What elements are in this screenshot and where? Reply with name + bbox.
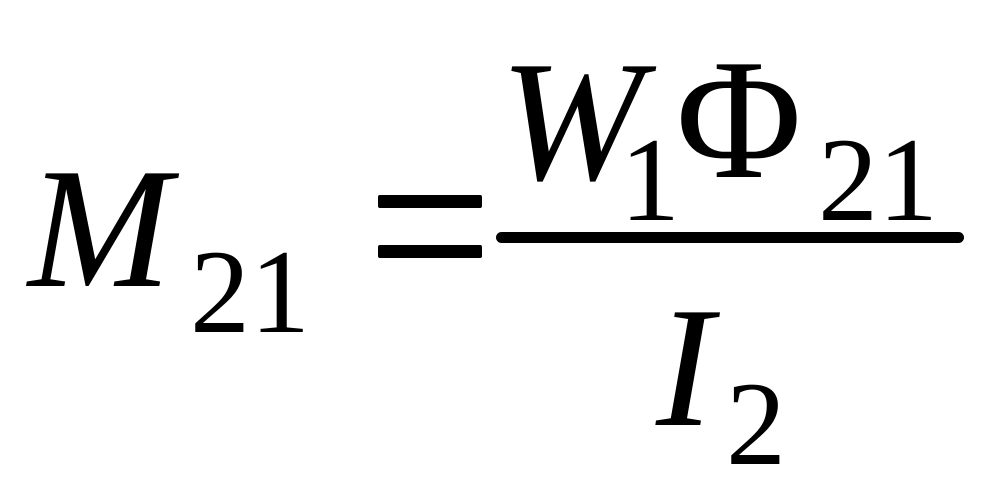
current-symbol: I — [656, 273, 714, 463]
equals-sign — [378, 195, 482, 259]
fraction-bar — [496, 232, 964, 243]
turns-symbol: W — [500, 27, 644, 217]
current-subscript: 2 — [726, 357, 786, 490]
mutual-inductance-symbol: M — [28, 134, 172, 324]
mutual-inductance-subscript: 21 — [190, 225, 310, 358]
flux-subscript: 21 — [818, 113, 938, 246]
equals-bottom-bar — [378, 245, 482, 258]
turns-subscript: 1 — [620, 113, 680, 246]
equals-top-bar — [378, 195, 482, 208]
flux-symbol: Φ — [676, 25, 802, 215]
